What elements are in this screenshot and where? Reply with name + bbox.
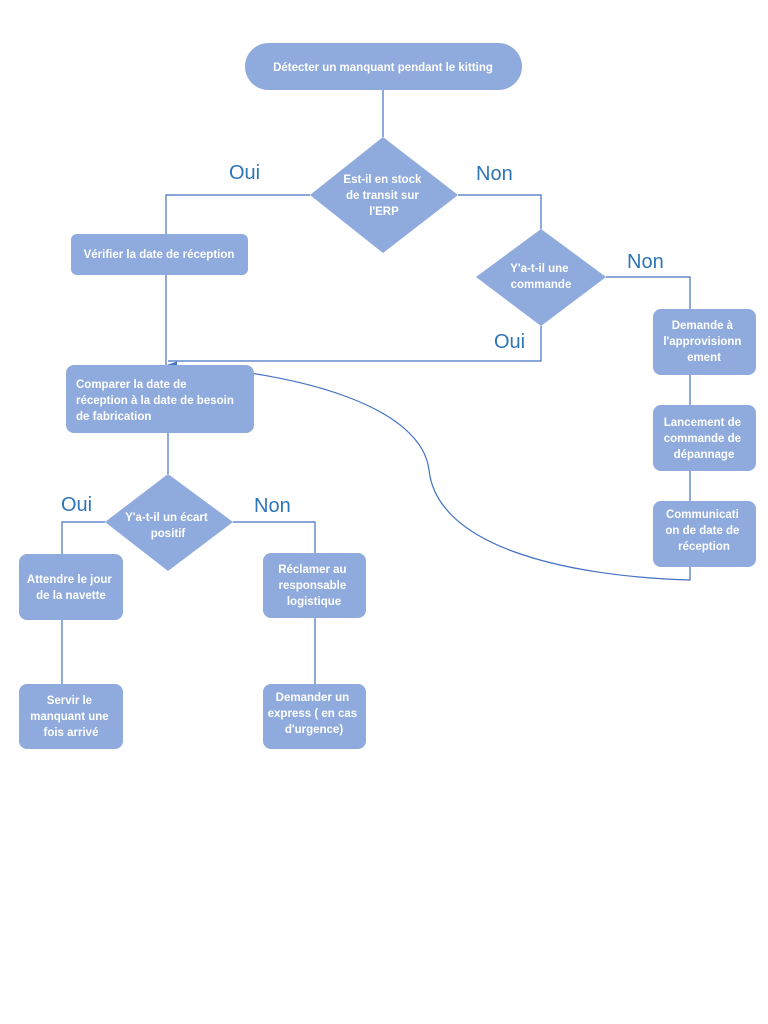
node-serve-missing-line-3: fois arrivé [44, 727, 99, 739]
node-claim-logistics-line-1: Réclamer au [278, 564, 346, 576]
node-emergency-order-line-2: commande de [664, 433, 741, 445]
edge-label-gap-no: Non [254, 495, 291, 517]
node-communicate-date: Communicati on de date de réception [653, 501, 756, 567]
svg-text:Y'a-t-il une commande: Y'a-t-il une commande [510, 263, 572, 291]
svg-text:Détecter un manquant pendant l: Détecter un manquant pendant le kitting [273, 62, 493, 74]
node-q-order-line-2: commande [511, 279, 572, 291]
svg-text:Vérifier la date de réception: Vérifier la date de réception [84, 249, 235, 261]
node-supply-request: Demande à l'approvisionn ement [653, 309, 756, 375]
svg-text:Demander un express ( en: Demander un express ( en cas d'urgence) [268, 692, 361, 736]
edge-label-gap-yes: Oui [61, 494, 92, 516]
node-claim-logistics: Réclamer au responsable logistique [263, 553, 366, 618]
node-supply-request-line-2: l'approvisionn [663, 336, 741, 348]
node-start: Détecter un manquant pendant le kitting [245, 43, 522, 90]
node-emergency-order-line-1: Lancement de [664, 417, 741, 429]
node-compare-line-3: de fabrication [76, 411, 151, 423]
edge-label-order-yes: Oui [494, 331, 525, 353]
svg-text:Attendre le jour de la n: Attendre le jour de la navette [27, 574, 115, 602]
edge-gap-yes [61, 521, 105, 554]
node-q-stock-line-3: l'ERP [369, 206, 399, 218]
node-compare-line-1: Comparer la date de [76, 379, 187, 391]
edges [61, 90, 691, 684]
node-wait-shuttle: Attendre le jour de la navette [19, 554, 123, 620]
node-q-gap-line-1: Y'a-t-il un écart [125, 512, 208, 524]
node-q-order-line-1: Y'a-t-il une [510, 263, 568, 275]
node-wait-shuttle-line-1: Attendre le jour [27, 574, 113, 586]
node-serve-missing: Servir le manquant une fois arrivé [19, 684, 123, 749]
edge-order-no [606, 276, 691, 309]
svg-text:Servir le manquant une: Servir le manquant une fois arrivé [30, 695, 112, 739]
edge-stock-no [458, 194, 542, 229]
node-serve-missing-line-1: Servir le [47, 695, 92, 707]
svg-text:Lancement de commande de: Lancement de commande de dépannage [664, 417, 745, 461]
node-verify-date-label: Vérifier la date de réception [84, 249, 235, 261]
svg-text:Comparer la date de réce: Comparer la date de réception à la date … [76, 379, 237, 423]
node-q-stock: Est-il en stock de transit sur l'ERP [310, 137, 458, 253]
svg-text:Demande à l'approvisionn: Demande à l'approvisionn ement [663, 320, 744, 364]
edge-label-stock-yes: Oui [229, 162, 260, 184]
node-request-express-line-1: Demander un [276, 692, 350, 704]
node-claim-logistics-line-2: responsable [279, 580, 347, 592]
node-q-stock-line-2: de transit sur [346, 190, 419, 202]
edge-stock-yes [165, 194, 310, 234]
node-emergency-order: Lancement de commande de dépannage [653, 405, 756, 471]
node-q-gap: Y'a-t-il un écart positif [105, 474, 233, 571]
node-serve-missing-line-2: manquant une [30, 711, 109, 723]
node-q-order: Y'a-t-il une commande [476, 229, 606, 326]
edge-label-order-no: Non [627, 251, 664, 273]
node-request-express: Demander un express ( en cas d'urgence) [263, 684, 366, 749]
node-supply-request-line-1: Demande à [672, 320, 734, 332]
node-communicate-date-line-2: on de date de [665, 525, 739, 537]
edge-label-stock-no: Non [476, 163, 513, 185]
node-request-express-line-3: d'urgence) [285, 724, 343, 736]
node-supply-request-line-3: ement [687, 352, 721, 364]
node-claim-logistics-line-3: logistique [287, 596, 341, 608]
node-compare: Comparer la date de réception à la date … [66, 365, 254, 433]
node-start-label: Détecter un manquant pendant le kitting [273, 62, 493, 74]
svg-text:Y'a-t-il un écart positi: Y'a-t-il un écart positif [125, 512, 211, 540]
edge-order-yes [168, 326, 542, 362]
node-wait-shuttle-line-2: de la navette [36, 590, 106, 602]
svg-text:Communicati on de date d: Communicati on de date de réception [665, 509, 742, 553]
node-q-gap-line-2: positif [151, 528, 186, 540]
node-emergency-order-line-3: dépannage [674, 449, 735, 461]
node-compare-line-2: réception à la date de besoin [76, 395, 234, 407]
node-communicate-date-line-3: réception [678, 541, 730, 553]
node-verify-date: Vérifier la date de réception [71, 234, 248, 275]
edge-communicate-back-to-compare [167, 361, 691, 581]
edge-gap-no [233, 521, 316, 553]
svg-text:Est-il en stock de trans: Est-il en stock de transit sur l'ERP [343, 174, 424, 218]
svg-text:Réclamer au responsable: Réclamer au responsable logistique [278, 564, 350, 608]
node-q-stock-line-1: Est-il en stock [343, 174, 422, 186]
node-communicate-date-line-1: Communicati [666, 509, 739, 521]
node-request-express-line-2: express ( en cas [268, 708, 358, 720]
